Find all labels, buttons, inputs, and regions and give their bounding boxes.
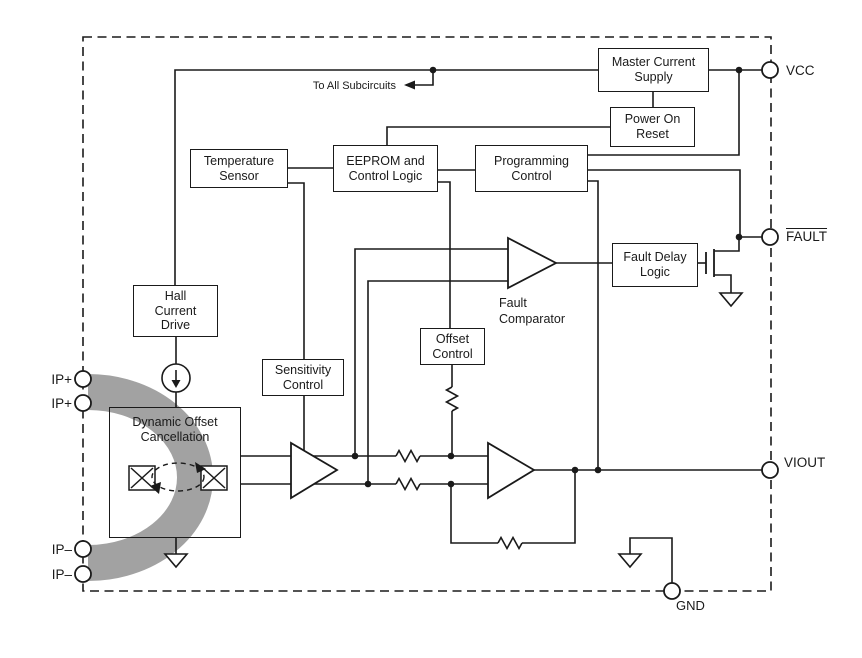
block-power-on-reset: Power On Reset bbox=[610, 107, 695, 147]
ip-minus-pin-label-1: IP– bbox=[51, 542, 72, 557]
fault-pin-label: FAULT bbox=[786, 229, 828, 244]
mosfet-source bbox=[714, 274, 732, 293]
output-amplifier bbox=[487, 441, 536, 500]
fault-pin bbox=[761, 228, 779, 246]
ground-icon bbox=[163, 553, 189, 569]
pin-terminals bbox=[74, 61, 779, 600]
arrow-down-icon bbox=[171, 380, 181, 388]
junction-dots bbox=[351, 66, 743, 488]
ip-plus-pin-2 bbox=[74, 394, 92, 412]
chip-boundary bbox=[82, 36, 772, 592]
ground-icon bbox=[718, 292, 744, 308]
first-amplifier bbox=[290, 441, 339, 500]
resistor-bottom-signal bbox=[395, 476, 421, 492]
block-master-current-supply: Master Current Supply bbox=[598, 48, 709, 92]
gnd-pin-label: GND bbox=[676, 598, 705, 613]
block-sensitivity-control: Sensitivity Control bbox=[262, 359, 344, 396]
resistor-feedback bbox=[497, 535, 523, 551]
ip-minus-pin-2 bbox=[74, 565, 92, 583]
viout-pin bbox=[761, 461, 779, 479]
mosfet-drain bbox=[714, 237, 740, 252]
fault-mosfet bbox=[705, 237, 740, 293]
hall-current-source bbox=[161, 363, 191, 393]
current-path-band bbox=[87, 374, 213, 581]
ip-minus-pin-label-2: IP– bbox=[51, 567, 72, 582]
block-temperature-sensor: Temperature Sensor bbox=[190, 149, 288, 188]
block-offset-control: Offset Control bbox=[420, 328, 485, 365]
fault-comparator-label: Fault Comparator bbox=[499, 296, 565, 327]
gnd-pin bbox=[663, 582, 681, 600]
ip-minus-pin-1 bbox=[74, 540, 92, 558]
vcc-pin-label: VCC bbox=[786, 63, 815, 78]
fault-comparator-triangle bbox=[507, 236, 558, 290]
block-fault-delay-logic: Fault Delay Logic bbox=[612, 243, 698, 287]
block-programming-control: Programming Control bbox=[475, 145, 588, 192]
arrow-left-icon bbox=[404, 80, 415, 90]
ip-plus-pin-label-2: IP+ bbox=[51, 396, 72, 411]
ip-plus-pin-label-1: IP+ bbox=[51, 372, 72, 387]
block-dynamic-offset-cancellation: Dynamic Offset Cancellation bbox=[109, 407, 241, 538]
viout-pin-label: VIOUT bbox=[784, 455, 826, 470]
resistor-offset bbox=[444, 386, 460, 412]
hall-plates bbox=[128, 462, 228, 494]
chopping-rotation-icon bbox=[151, 462, 205, 492]
amplifiers bbox=[290, 236, 558, 500]
ground-symbols bbox=[163, 292, 744, 569]
resistors bbox=[395, 386, 523, 551]
vcc-pin bbox=[761, 61, 779, 79]
block-eeprom-control-logic: EEPROM and Control Logic bbox=[333, 145, 438, 192]
resistor-top-signal bbox=[395, 448, 421, 464]
to-all-subcircuits-label: To All Subcircuits bbox=[312, 80, 396, 92]
ip-plus-pin-1 bbox=[74, 370, 92, 388]
block-hall-current-drive: Hall Current Drive bbox=[133, 285, 218, 337]
ground-icon bbox=[617, 553, 643, 569]
